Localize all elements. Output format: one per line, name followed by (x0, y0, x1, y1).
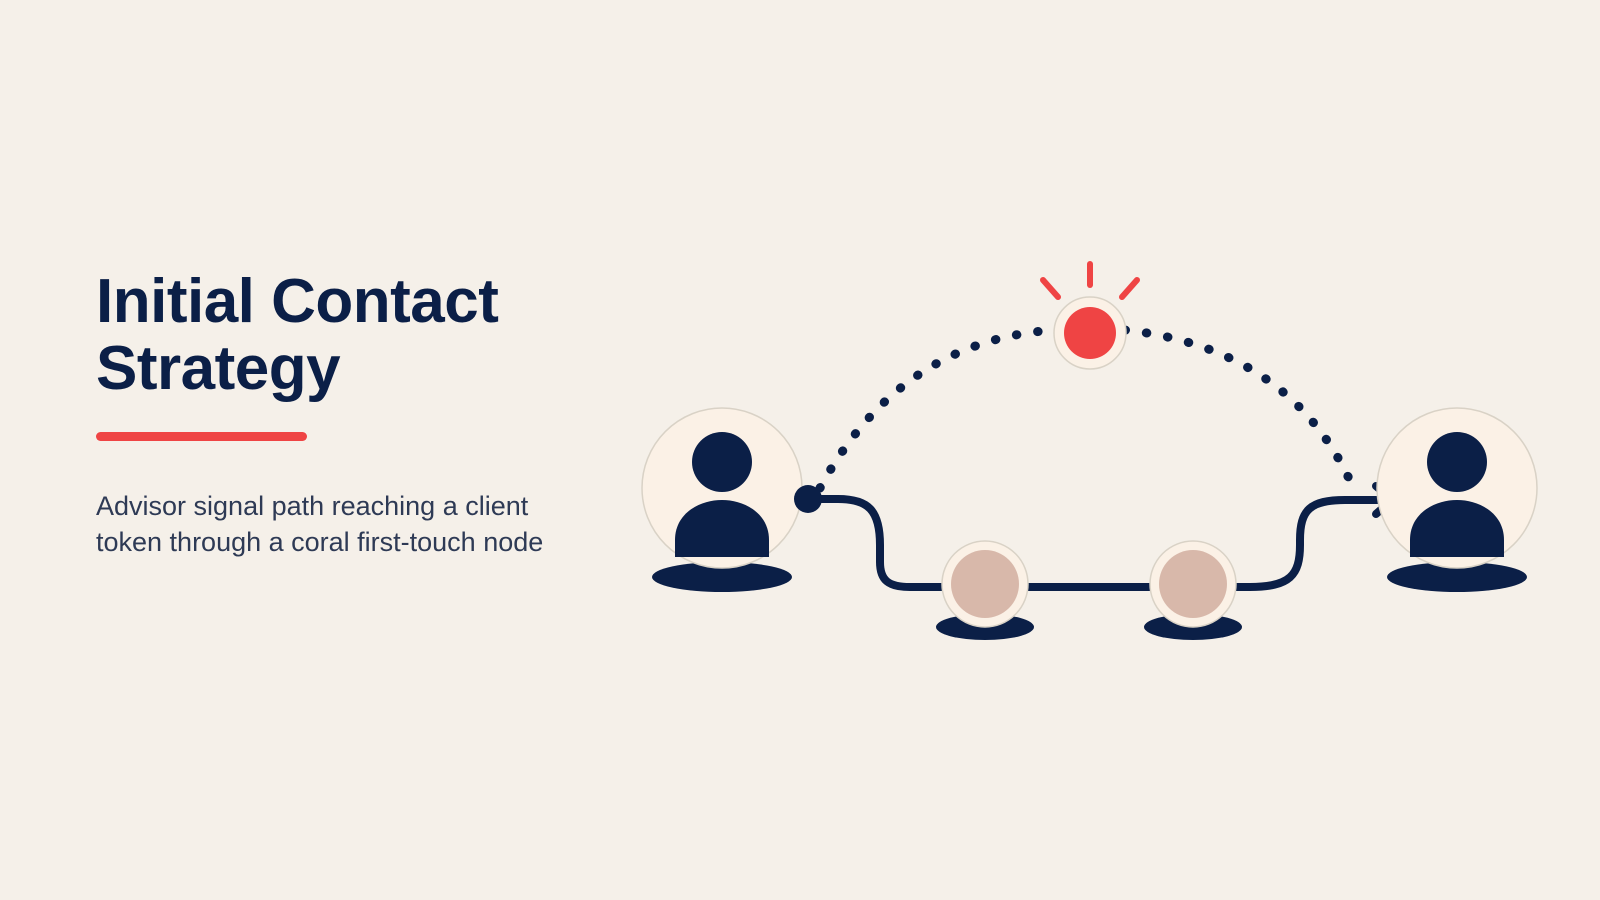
advisor-node (641, 407, 803, 592)
advisor-node-shadow (652, 562, 792, 592)
slide-subtitle-line-1: Advisor signal path reaching a client (96, 491, 529, 521)
slide-subtitle-line-2: token through a coral first-touch node (96, 527, 544, 557)
dotted-arc-right (1120, 325, 1357, 490)
relay-node-1 (941, 540, 1029, 628)
title-accent-bar (96, 432, 307, 441)
dotted-arc-left (815, 325, 1060, 493)
solid-path-line (804, 495, 1386, 591)
client-person-icon (1410, 432, 1504, 557)
client-node-shadow (1387, 562, 1527, 592)
advisor-person-icon (675, 432, 769, 557)
relay-dot-icon (1159, 550, 1227, 618)
client-node (1376, 407, 1538, 592)
slide-subtitle: Advisor signal path reaching a client to… (96, 488, 616, 560)
relay-dot-icon (951, 550, 1019, 618)
signal-rays-icon (1040, 261, 1140, 300)
slide-title: Initial Contact Strategy (96, 268, 616, 402)
first-touch-node (1040, 261, 1140, 370)
relay-node-2 (1149, 540, 1237, 628)
slide-title-line-1: Initial Contact (96, 267, 499, 336)
slide-title-line-2: Strategy (96, 334, 341, 403)
coral-signal-icon (1064, 307, 1116, 359)
path-start-dot (794, 485, 822, 513)
